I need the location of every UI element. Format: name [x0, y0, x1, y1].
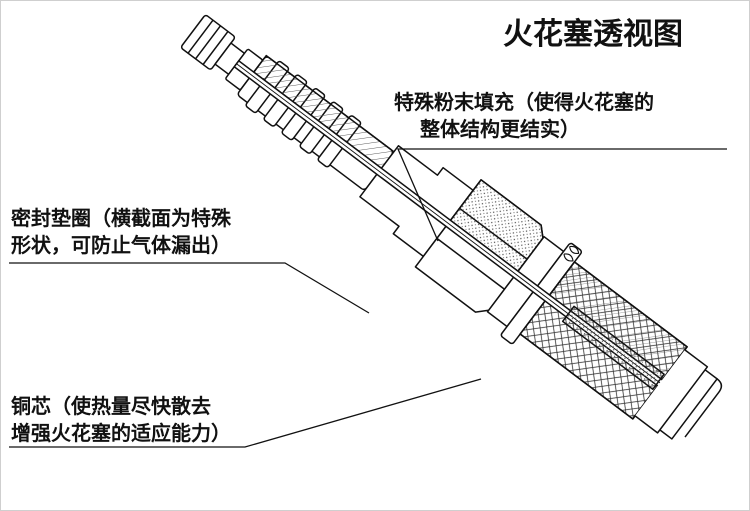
callout-line: 特殊粉末填充（使得火花塞的: [394, 90, 654, 114]
leader-gasket: [9, 262, 370, 314]
callout-line: 铜芯（使热量尽快散去: [11, 394, 211, 418]
callout-powder-fill: 特殊粉末填充（使得火花塞的 整体结构更结实）: [394, 89, 654, 143]
callout-sealing-gasket: 密封垫圈（横截面为特殊 形状，可防止气体漏出）: [11, 205, 231, 259]
callout-line: 整体结构更结实）: [420, 117, 580, 141]
page-title: 火花塞透视图: [503, 17, 683, 52]
leader-core: [9, 378, 482, 448]
ground-electrode: [634, 349, 723, 440]
callout-line: 密封垫圈（横截面为特殊: [11, 206, 231, 230]
callout-line: 增强火花塞的适应能力）: [11, 421, 231, 445]
leader-powder: [397, 148, 727, 242]
callout-copper-core: 铜芯（使热量尽快散去 增强火花塞的适应能力）: [11, 393, 231, 447]
callout-line: 形状，可防止气体漏出）: [11, 233, 231, 257]
